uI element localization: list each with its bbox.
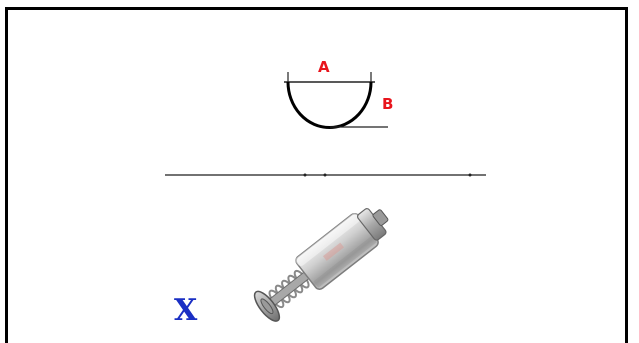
label-a: A (318, 58, 330, 76)
semicircle-section: A B (284, 58, 393, 130)
divider-line (165, 173, 486, 177)
label-x: X (174, 293, 198, 328)
semicircle-arc (286, 81, 373, 130)
terminal-pin (372, 209, 389, 226)
solenoid-magnet-illustration (253, 208, 389, 322)
label-b: B (382, 95, 393, 113)
